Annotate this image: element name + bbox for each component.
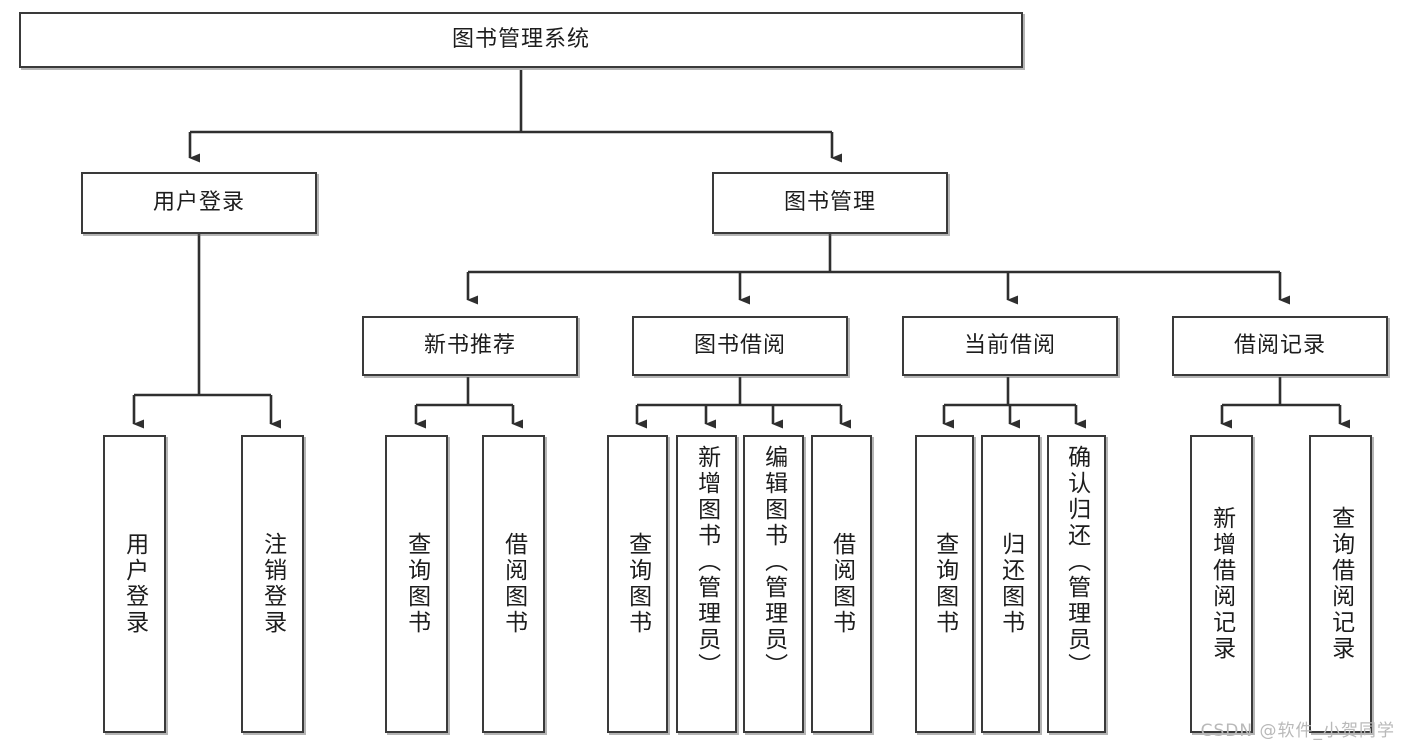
node-root-book-management-system[interactable]: 图书管理系统 (19, 12, 1023, 68)
leaf-user-login-signin[interactable]: 用户登录 (103, 435, 166, 733)
node-label: 归还图书 (997, 532, 1024, 636)
leaf-book-borrow-query[interactable]: 查询图书 (607, 435, 668, 733)
node-label: 用户登录 (121, 532, 148, 636)
leaf-borrow-record-query[interactable]: 查询借阅记录 (1309, 435, 1372, 733)
node-label: 查询图书 (931, 532, 958, 636)
leaf-book-borrow-borrow[interactable]: 借阅图书 (811, 435, 872, 733)
node-borrow-record[interactable]: 借阅记录 (1172, 316, 1388, 376)
node-label: 编辑图书（管理员） (760, 445, 787, 679)
node-label: 新增借阅记录 (1208, 506, 1235, 662)
leaf-borrow-record-add[interactable]: 新增借阅记录 (1190, 435, 1253, 733)
leaf-user-login-signout[interactable]: 注销登录 (241, 435, 304, 733)
node-label: 查询借阅记录 (1327, 506, 1354, 662)
node-user-login[interactable]: 用户登录 (81, 172, 317, 234)
node-label: 图书管理 (783, 190, 876, 216)
node-label: 借阅图书 (500, 532, 527, 636)
leaf-book-borrow-edit-admin[interactable]: 编辑图书（管理员） (743, 435, 804, 733)
node-label: 借阅图书 (828, 532, 855, 636)
node-label: 图书管理系统 (451, 27, 590, 53)
node-new-book-recommend[interactable]: 新书推荐 (362, 316, 578, 376)
node-label: 当前借阅 (963, 333, 1056, 359)
leaf-new-book-query[interactable]: 查询图书 (385, 435, 448, 733)
watermark-text: CSDN @软件_小贺同学 (1200, 721, 1395, 741)
leaf-new-book-borrow[interactable]: 借阅图书 (482, 435, 545, 733)
node-label: 注销登录 (259, 532, 286, 636)
node-label: 确认归还（管理员） (1063, 445, 1090, 679)
leaf-current-borrow-confirm-return-admin[interactable]: 确认归还（管理员） (1047, 435, 1106, 733)
node-current-borrow[interactable]: 当前借阅 (902, 316, 1118, 376)
node-label: 查询图书 (403, 532, 430, 636)
node-label: 借阅记录 (1233, 333, 1326, 359)
node-label: 新增图书（管理员） (693, 445, 720, 679)
node-book-borrow[interactable]: 图书借阅 (632, 316, 848, 376)
leaf-book-borrow-add-admin[interactable]: 新增图书（管理员） (676, 435, 737, 733)
leaf-current-borrow-query[interactable]: 查询图书 (915, 435, 974, 733)
node-label: 新书推荐 (423, 333, 516, 359)
node-label: 查询图书 (624, 532, 651, 636)
node-label: 用户登录 (152, 190, 245, 216)
leaf-current-borrow-return[interactable]: 归还图书 (981, 435, 1040, 733)
node-book-management[interactable]: 图书管理 (712, 172, 948, 234)
node-label: 图书借阅 (693, 333, 786, 359)
